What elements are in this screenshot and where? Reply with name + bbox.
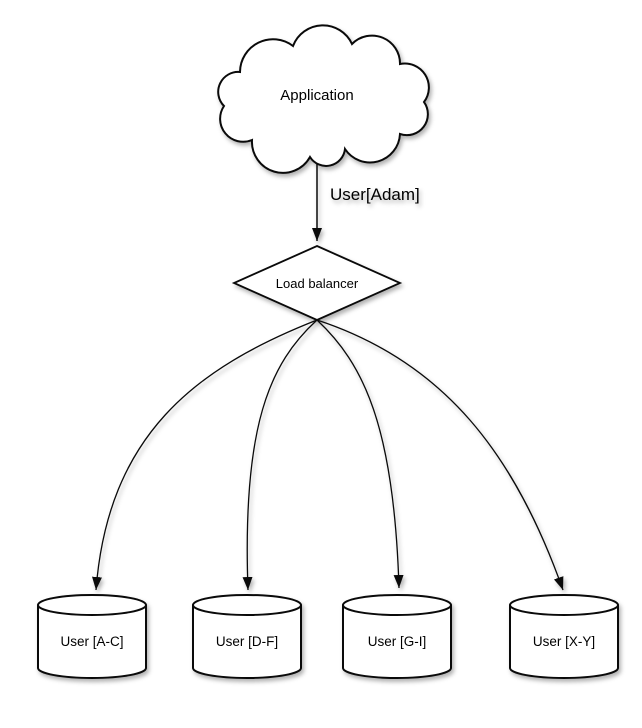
database-cylinder-icon <box>37 605 147 679</box>
cylinder-top-icon <box>37 594 147 616</box>
load-balancer-label: Load balancer <box>276 276 359 291</box>
shard-node-2: User [D-F] <box>192 594 302 679</box>
fanout-arrow-shard-4 <box>316 319 564 591</box>
application-label: Application <box>280 87 353 104</box>
fanout-arrow-shard-2 <box>242 319 318 591</box>
fanout-arrow-shard-3 <box>316 319 404 589</box>
database-cylinder-icon <box>509 605 619 679</box>
cylinder-top-icon <box>509 594 619 616</box>
cylinder-top-icon <box>192 594 302 616</box>
shard-node-4: User [X-Y] <box>509 594 619 679</box>
shard-label-1: User [A-C] <box>60 634 123 649</box>
database-cylinder-icon <box>342 605 452 679</box>
shard-label-3: User [G-I] <box>368 634 427 649</box>
shard-node-1: User [A-C] <box>37 594 147 679</box>
database-cylinder-icon <box>192 605 302 679</box>
cloud-icon <box>217 24 430 174</box>
shard-label-2: User [D-F] <box>216 634 278 649</box>
shard-node-3: User [G-I] <box>342 594 452 679</box>
application-node: Application <box>217 24 430 174</box>
diamond-icon <box>231 245 403 321</box>
fanout-arrow-shard-1 <box>92 319 318 591</box>
request-edge-label: User[Adam] <box>330 185 420 204</box>
load-balancer-node: Load balancer <box>231 245 403 321</box>
shard-label-4: User [X-Y] <box>533 634 595 649</box>
cylinder-top-icon <box>342 594 452 616</box>
